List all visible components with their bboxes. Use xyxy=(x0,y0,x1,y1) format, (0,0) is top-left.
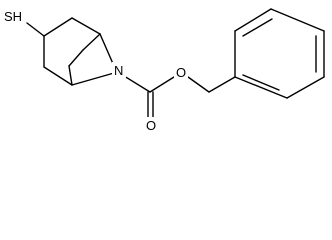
bond-c5-c6 xyxy=(82,33,101,51)
bond-ester-o-ch2 xyxy=(187,76,210,93)
phenyl-bond-6 xyxy=(234,76,288,99)
phenyl-bond-5 xyxy=(286,76,325,99)
atom-labels: SH N O O xyxy=(2,8,188,133)
phenyl-inner-bond-c xyxy=(242,74,280,91)
bond-c3-c4 xyxy=(43,17,73,37)
bond-c7-c1 xyxy=(68,65,73,86)
phenyl-inner-bond-a xyxy=(242,18,273,37)
bond-ch2-phenyl xyxy=(208,76,236,93)
bond-c2-c1 xyxy=(43,66,73,86)
phenyl-ring xyxy=(234,8,325,99)
ring-nitrogen-label: N xyxy=(114,63,123,78)
bond-c5-n8 xyxy=(99,33,115,67)
bond-c6-c7 xyxy=(68,49,84,67)
phenyl-bond-2 xyxy=(234,8,272,32)
bicyclic-ring-system xyxy=(26,17,115,86)
bond-n8-carbonyl-c xyxy=(123,75,151,93)
phenyl-bond-3 xyxy=(270,8,325,32)
bond-sh-c3 xyxy=(26,22,45,37)
thiol-label: SH xyxy=(4,9,22,24)
bond-c4-c5 xyxy=(71,17,101,35)
bond-carbonyl-c-ester-o xyxy=(149,76,175,93)
chemical-structure-diagram: SH N O O xyxy=(2,8,325,133)
ester-oxygen-label: O xyxy=(176,65,186,80)
bond-c1-n8 xyxy=(71,72,115,86)
carbonyl-oxygen-label: O xyxy=(146,118,156,133)
carbamate-group xyxy=(123,75,236,120)
